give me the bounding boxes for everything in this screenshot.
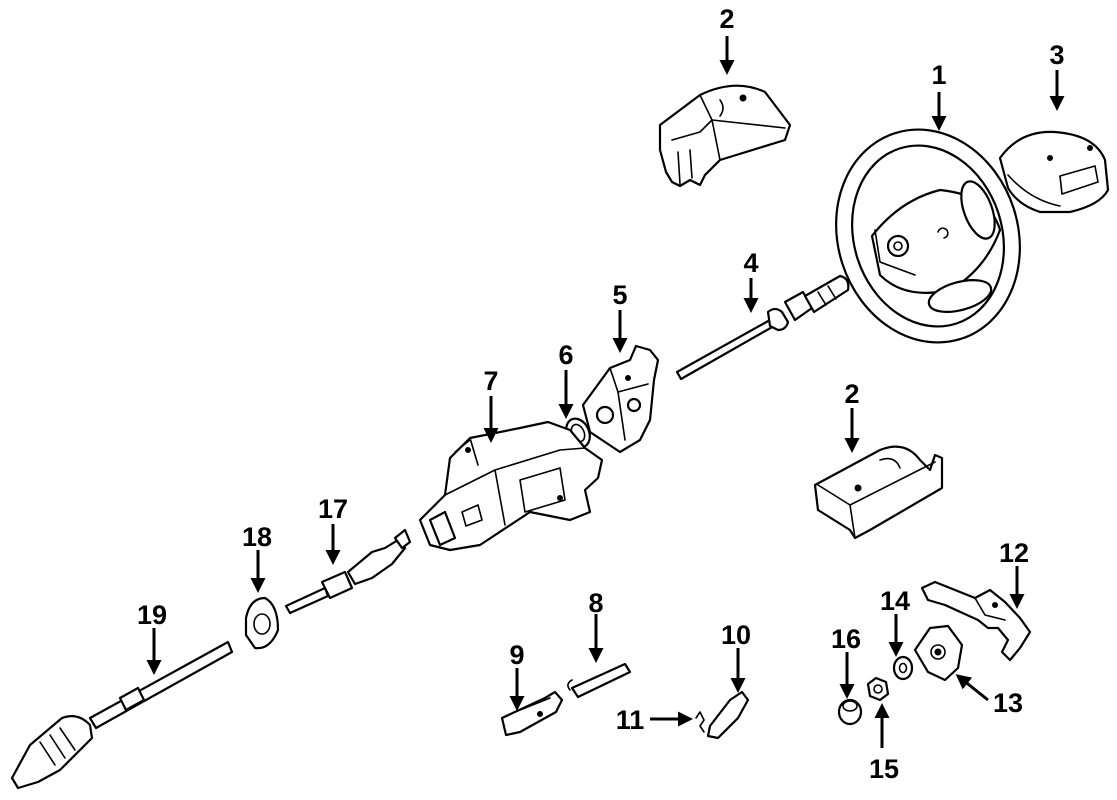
callout-15: 15 — [869, 754, 899, 784]
callout-11: 11 — [616, 705, 645, 735]
callout-18: 18 — [242, 522, 272, 552]
washer — [892, 655, 914, 681]
callout-2-upper: 2 — [719, 4, 734, 34]
callout-16: 16 — [831, 624, 861, 654]
callout-3: 3 — [1049, 40, 1064, 70]
dash-seal — [244, 596, 280, 650]
callout-leaders — [146, 36, 1065, 748]
callout-10: 10 — [721, 620, 751, 650]
callout-9: 9 — [509, 640, 524, 670]
upper-column-shroud — [658, 84, 792, 188]
lever-spring — [695, 711, 705, 733]
bushing — [837, 698, 863, 726]
callout-5: 5 — [612, 280, 627, 310]
callout-12: 12 — [999, 538, 1029, 568]
steering-wheel — [835, 128, 1021, 344]
callout-2-lower: 2 — [844, 379, 859, 409]
lower-steering-shaft — [10, 640, 234, 790]
callout-4: 4 — [743, 248, 758, 278]
callout-17: 17 — [318, 494, 348, 524]
lock-housing — [581, 344, 660, 454]
callout-6: 6 — [558, 340, 573, 370]
lock-bracket — [500, 690, 564, 737]
intermediate-shaft — [284, 528, 412, 615]
callout-labels: 1 2 2 3 4 5 6 7 8 9 10 11 12 13 14 15 16… — [137, 4, 1065, 784]
callout-13: 13 — [993, 688, 1023, 718]
callout-1: 1 — [931, 60, 946, 90]
ignition-switch — [913, 624, 964, 682]
callout-14: 14 — [880, 586, 910, 616]
callout-8: 8 — [588, 588, 603, 618]
tilt-lever-tab — [567, 662, 632, 699]
upper-steering-shaft — [675, 274, 850, 381]
shift-lock-bracket — [920, 580, 1032, 662]
hex-nut — [866, 676, 890, 702]
steering-column-housing — [418, 420, 604, 552]
callout-19: 19 — [137, 600, 167, 630]
shift-lever-pawl — [706, 690, 750, 740]
leader-13 — [955, 674, 989, 702]
lower-column-shroud — [813, 445, 944, 540]
airbag-horn-pad — [998, 130, 1110, 214]
callout-7: 7 — [483, 366, 498, 396]
